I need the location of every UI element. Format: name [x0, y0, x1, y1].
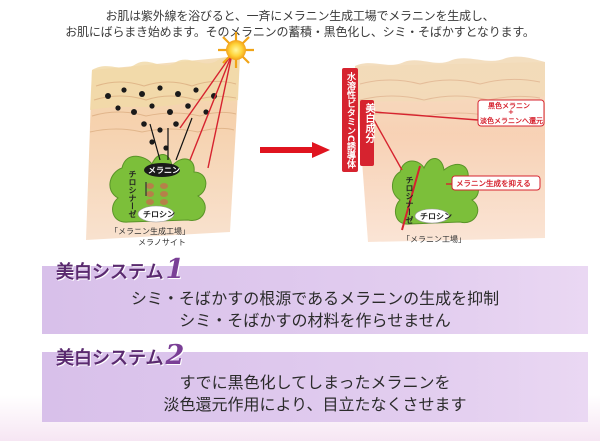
system-1-title: 美白システム1 — [56, 254, 184, 285]
left-skin-block — [86, 53, 240, 240]
system-2-title: 美白システム2 — [56, 340, 184, 371]
vitamin-c-label: 水溶性ビタミンC誘導体 — [345, 72, 355, 169]
system-1-title-text: 美白システム — [56, 262, 164, 283]
system-2-line-1: すでに黒色化してしまったメラニンを — [179, 373, 451, 392]
suppress-label: メラニン生成を抑える — [456, 179, 531, 188]
right-tyrosine-label: チロシン — [420, 212, 452, 221]
system-1-body: シミ・そばかすの根源であるメラニンの生成を抑制 シミ・そばかすの材料を作らせませ… — [42, 288, 588, 332]
sun-icon — [218, 32, 254, 68]
whitening-system-1: 美白システム1 シミ・そばかすの根源であるメラニンの生成を抑制 シミ・そばかすの… — [42, 254, 588, 334]
left-melanin-label: メラニン — [148, 166, 180, 175]
intro-line-2: お肌にばらまき始めます。そのメラニンの蓄積・黒色化し、シミ・そばかすとなります。 — [65, 25, 535, 39]
reduce-label: 淡色メラニンへ還元 — [480, 117, 543, 125]
system-2-number: 2 — [165, 340, 185, 371]
whitening-label: 美白成分 — [363, 103, 374, 143]
system-1-number: 1 — [165, 254, 185, 285]
system-1-line-2: シミ・そばかすの材料を作らせません — [179, 311, 451, 330]
left-caption-1: 「メラニン生成工場」 — [110, 227, 190, 236]
right-caption: 「メラニン工場」 — [402, 235, 466, 244]
right-tyrosinase-label: チロシナーゼ — [405, 176, 414, 224]
transition-arrow-icon — [260, 142, 330, 158]
intro-text: お肌は紫外線を浴びると、一斉にメラニン生成工場でメラニンを生成し、 お肌にばらま… — [0, 8, 600, 40]
black-melanin-label: 黒色メラニン — [488, 102, 530, 110]
intro-line-1: お肌は紫外線を浴びると、一斉にメラニン生成工場でメラニンを生成し、 — [105, 9, 495, 23]
system-2-line-2: 淡色還元作用により、目立たなくさせます — [163, 395, 467, 414]
left-tyrosinase-label: チロシナーゼ — [128, 170, 137, 218]
plus-label: + — [508, 108, 514, 116]
whitening-system-2: 美白システム2 すでに黒色化してしまったメラニンを 淡色還元作用により、目立たな… — [42, 340, 588, 422]
left-tyrosine-label: チロシン — [143, 210, 175, 219]
system-2-title-text: 美白システム — [56, 348, 164, 369]
system-1-band — [42, 266, 588, 334]
left-caption-2: メラノサイト — [138, 238, 186, 247]
system-2-body: すでに黒色化してしまったメラニンを 淡色還元作用により、目立たなくさせます — [42, 372, 588, 416]
system-2-band — [42, 352, 588, 422]
system-1-line-1: シミ・そばかすの根源であるメラニンの生成を抑制 — [130, 289, 500, 308]
right-skin-block — [342, 56, 545, 242]
